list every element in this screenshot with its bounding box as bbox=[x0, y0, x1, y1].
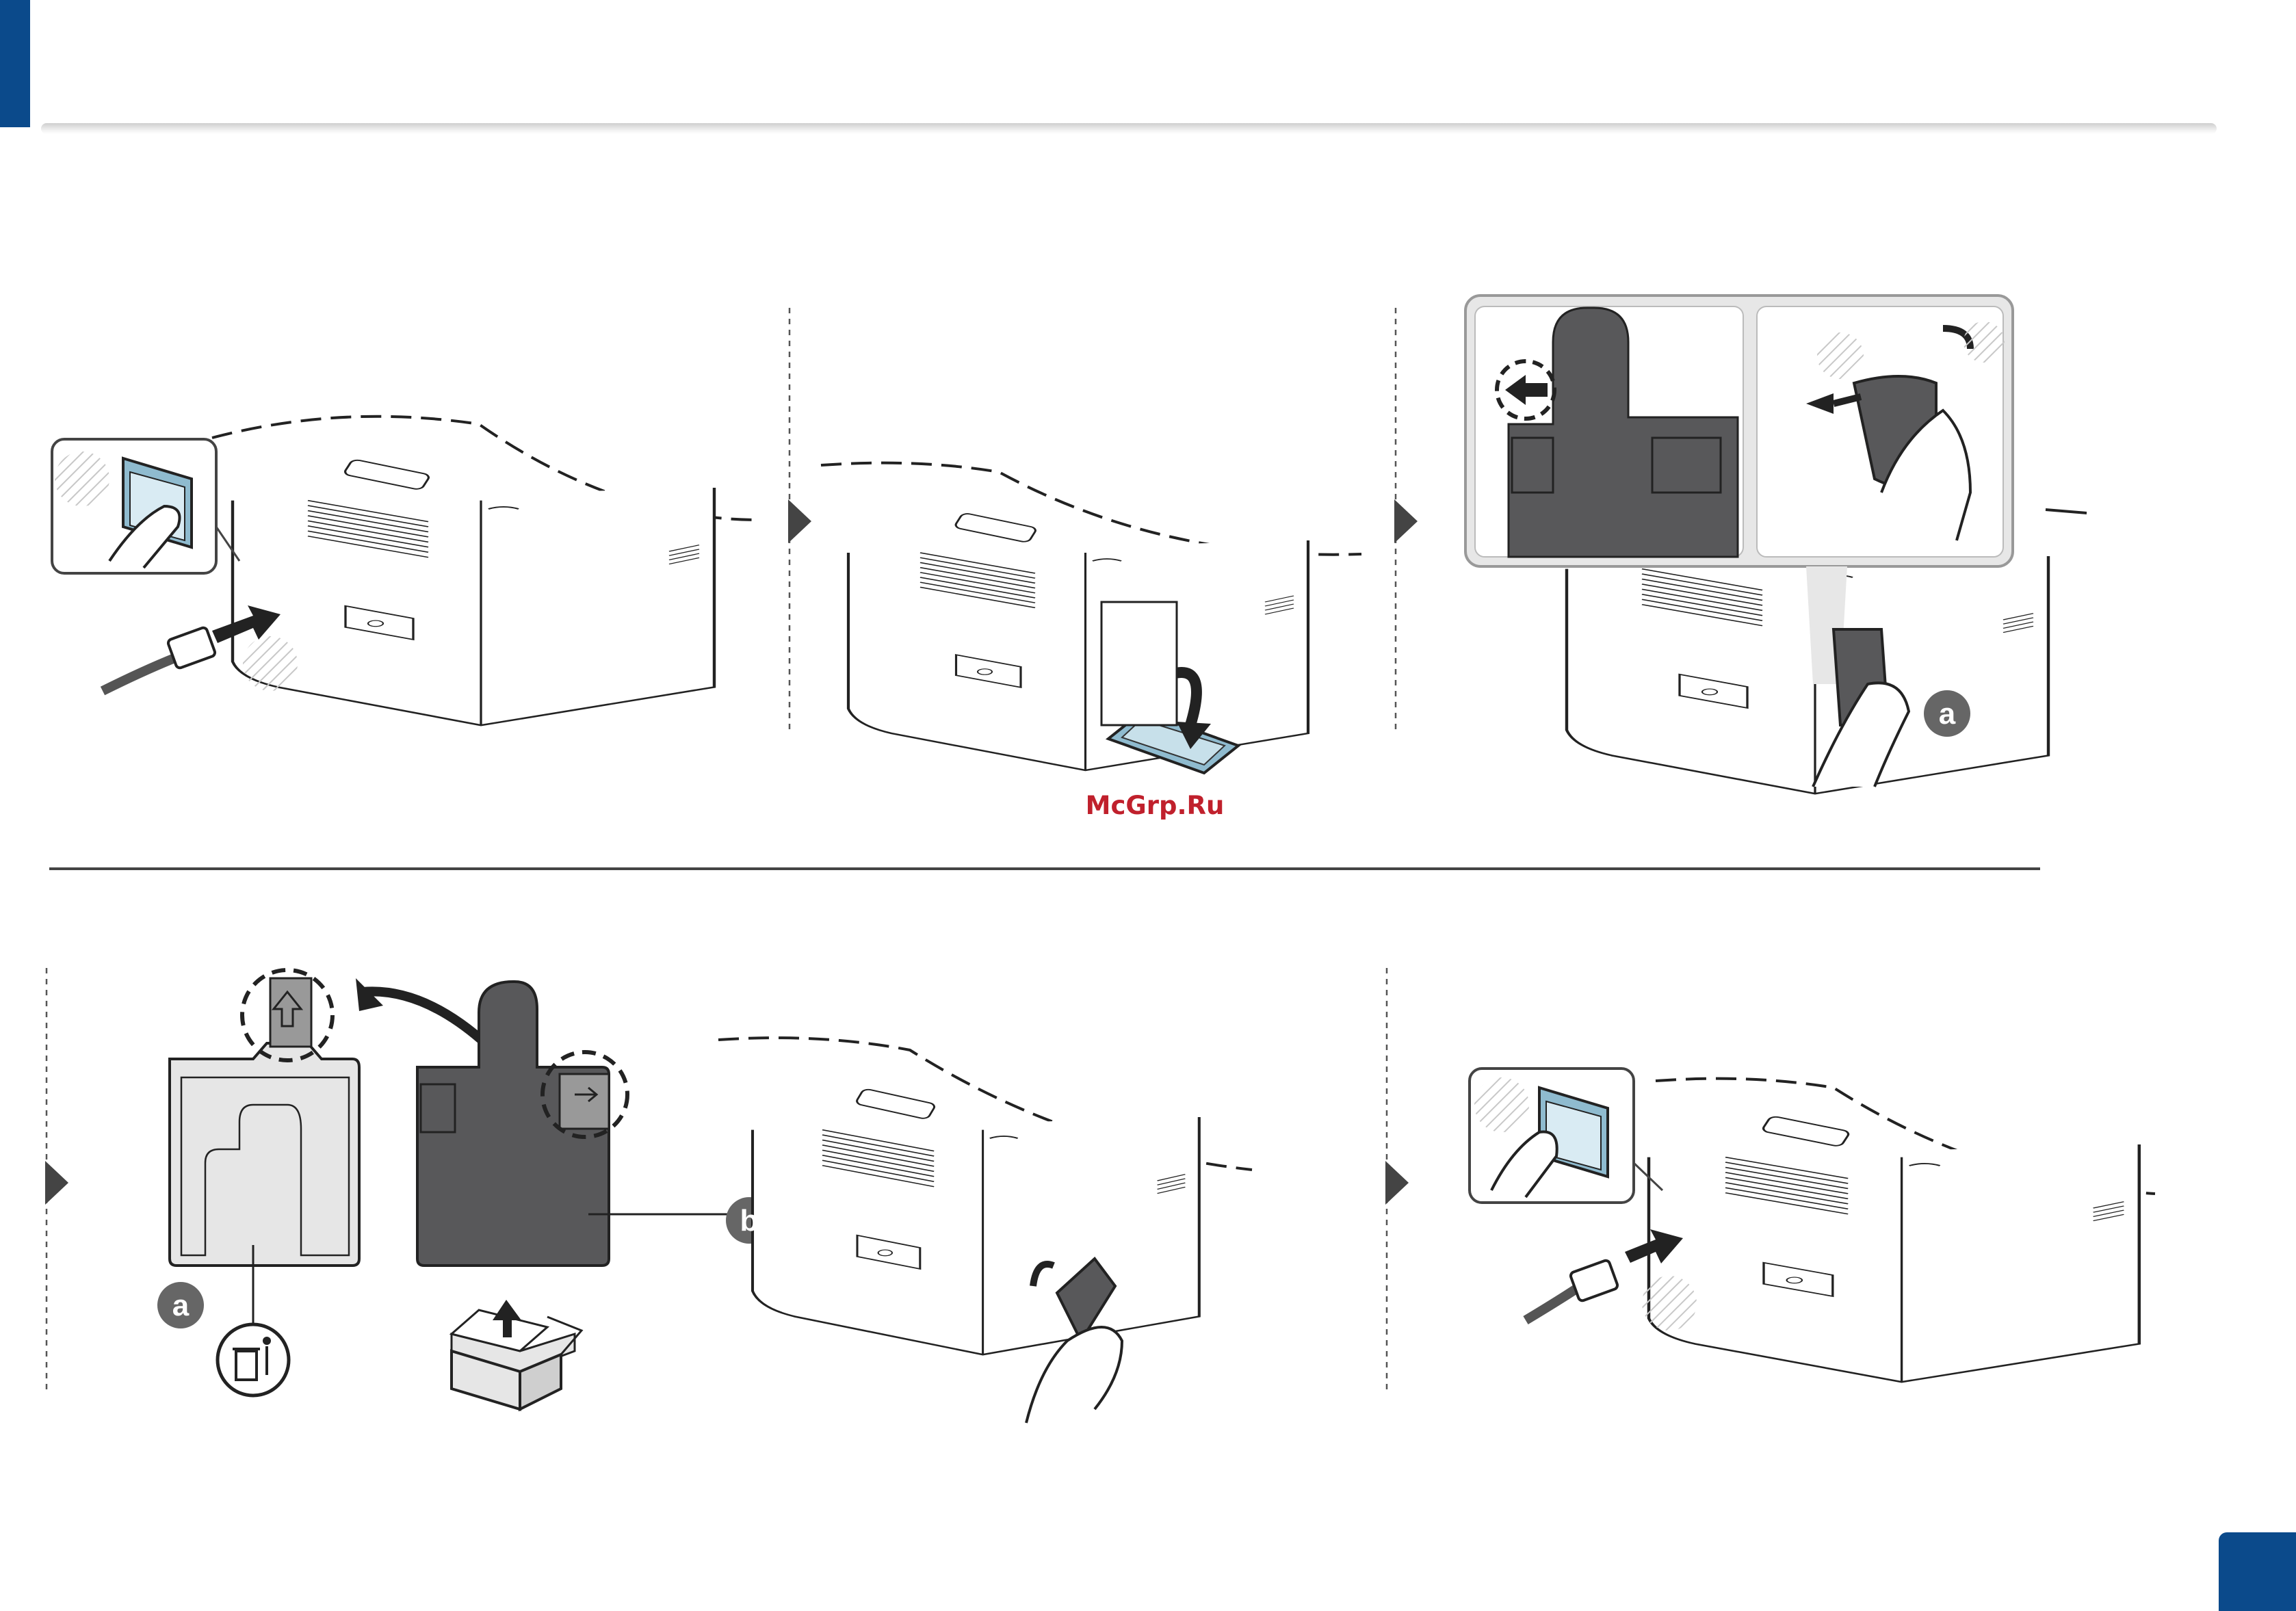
step-arrow-icon bbox=[788, 499, 811, 543]
power-cord-plug-icon bbox=[1526, 1229, 1697, 1331]
watermark: McGrp.Ru bbox=[1086, 791, 1225, 820]
step4-illustration bbox=[157, 970, 1252, 1423]
step-arrow-icon bbox=[45, 1161, 68, 1205]
callout-a-label: a bbox=[1939, 697, 1956, 731]
callout-a-label: a bbox=[172, 1289, 190, 1322]
step3-illustration bbox=[1465, 296, 2087, 794]
step1-illustration bbox=[52, 417, 759, 725]
step-arrow-icon bbox=[1385, 1161, 1409, 1205]
power-switch-on-icon bbox=[1470, 1069, 1662, 1203]
step5-illustration bbox=[1470, 1069, 2155, 1382]
step2-illustration bbox=[821, 463, 1361, 773]
power-switch-off-icon bbox=[52, 439, 239, 573]
recycle-bin-icon bbox=[218, 1324, 289, 1396]
callout-b-label: b bbox=[740, 1204, 759, 1237]
power-cord-unplug-icon bbox=[103, 605, 298, 691]
new-box-icon bbox=[452, 1300, 582, 1409]
step-arrow-icon bbox=[1394, 499, 1418, 543]
